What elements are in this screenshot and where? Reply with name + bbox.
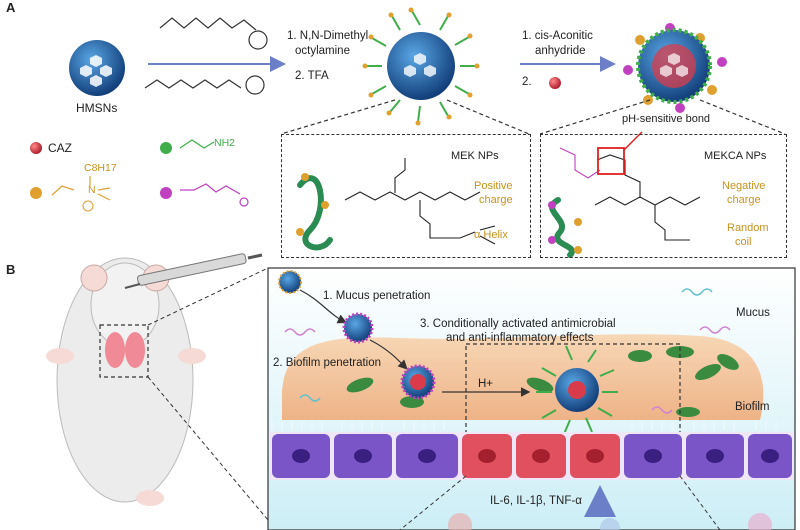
mek-structure: α Helix	[474, 229, 508, 241]
rat-illustration	[46, 257, 206, 506]
step2-line2: anhydride	[535, 45, 586, 57]
mekca-charge-line2: charge	[727, 194, 761, 206]
mekca-title: MEKCA NPs	[704, 150, 767, 162]
mekca-structure-line1: Random	[727, 222, 769, 234]
legend-carboxyl-icon	[160, 187, 172, 199]
mekca-chemical-structure	[594, 154, 701, 241]
activation-zoom-box	[465, 343, 681, 477]
panel-b-label: B	[6, 262, 16, 277]
epithelial-cell-layer	[270, 422, 793, 480]
hmsns-label: HMSNs	[76, 101, 118, 115]
lung-zoom-box	[99, 324, 149, 378]
panel-a-label: A	[6, 0, 16, 15]
ph-bond-label: pH-sensitive bond	[622, 113, 711, 125]
proton-label: H+	[478, 378, 494, 390]
step2-line3: 2.	[522, 76, 532, 88]
step1-line1: 1. N,N-Dimethyl	[287, 30, 369, 42]
mek-chemical-structure	[344, 158, 496, 245]
legend-amine-icon	[160, 142, 172, 154]
activation-label-line1: 3. Conditionally activated antimicrobial	[420, 318, 616, 330]
syringe-icon	[124, 253, 263, 289]
monomer-structure-bottom	[144, 75, 265, 95]
biofilm-penetration-label: 2. Biofilm penetration	[273, 357, 382, 369]
bacteria-group	[346, 346, 739, 417]
mekca-nanoparticle	[623, 23, 727, 113]
mek-title: MEK NPs	[451, 150, 499, 162]
mek-detail-box	[281, 134, 531, 258]
mekca-structure-line2: coil	[735, 236, 752, 248]
mek-charge-line2: charge	[479, 194, 513, 206]
mek-charge-line1: Positive	[474, 180, 513, 192]
mekca-detail-box	[540, 134, 787, 258]
legend-nh2-label: NH2	[214, 137, 236, 149]
step1-line3: 2. TFA	[295, 70, 329, 82]
caz-ball-step2	[549, 77, 561, 89]
step1-line2: octylamine	[295, 45, 350, 57]
mucus-label: Mucus	[736, 307, 770, 319]
mekca-charge-line1: Negative	[722, 180, 766, 192]
legend-c8h17-label: C8H17	[84, 162, 117, 174]
activated-nanoparticle	[536, 345, 618, 435]
step2-line1: 1. cis-Aconitic	[522, 30, 593, 42]
np-penetration-path	[278, 270, 531, 400]
ph-bond-pointer	[623, 131, 643, 151]
biofilm-layer	[282, 334, 764, 420]
activation-label-line2: and anti-inflammatory effects	[446, 332, 594, 344]
legend-n-label: N	[88, 184, 96, 196]
mucus-penetration-label: 1. Mucus penetration	[323, 290, 431, 302]
cytokine-label: IL-6, IL-1β, TNF-α	[490, 495, 582, 507]
legend-caz-label: CAZ	[48, 141, 72, 155]
biofilm-label: Biofilm	[735, 401, 770, 413]
legend-ammonium-icon	[30, 187, 42, 199]
legend-caz-icon	[30, 142, 42, 154]
mek-helix-icon	[296, 173, 333, 251]
hmsn-sphere	[69, 40, 125, 96]
mekca-coil-icon	[548, 197, 582, 258]
ph-bond-highlight	[597, 147, 625, 175]
monomer-structure-top	[159, 17, 268, 50]
mek-nanoparticle	[362, 7, 480, 126]
